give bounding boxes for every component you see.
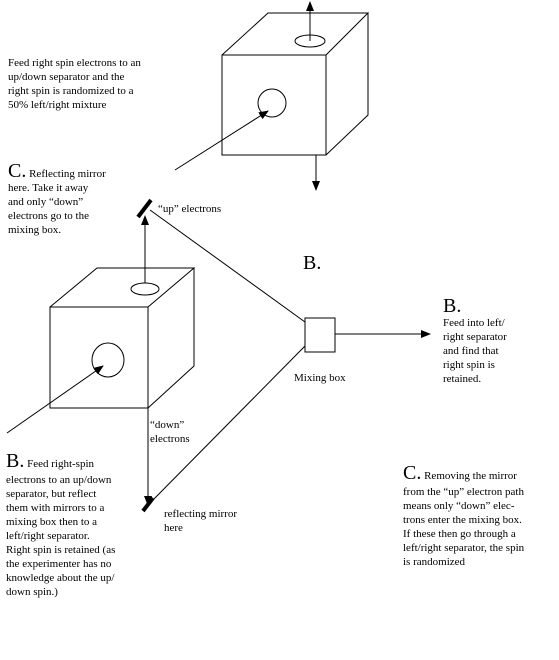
top-input-arrow [174,110,269,171]
down-electrons-label: “down” electrons [150,419,190,445]
c-bottom-first-line: Removing the mirror [421,470,517,482]
b-bottom-annotation: B. Feed right-spin electrons to an up/do… [6,451,115,599]
reflecting-mirror-label: reflecting mirror here [164,508,237,534]
mixing-box-label: Mixing box [294,372,346,384]
bottom-box-top-face [49,267,196,308]
bottom-box-exit-hole [130,282,160,296]
up-mirror-to-mixing-line [149,209,306,323]
up-electrons-label: “up” electrons [158,203,222,215]
c-top-letter: C. [8,160,27,182]
top-box-side-face [325,13,369,156]
bottom-box-side-face [147,268,195,409]
c-bottom-annotation: C. Removing the mirror from the “up” ele… [403,463,524,569]
c-top-annotation: C. Reflecting mirror here. Take it away … [8,161,106,237]
b-right-annotation: B. Feed into left/ right separator and f… [443,296,507,386]
b-bottom-letter: B. [6,450,25,472]
b-right-text: Feed into left/ right separator and find… [443,317,507,385]
down-reflecting-mirror [141,496,155,513]
top-box-top-face [221,12,370,56]
top-box-entry-hole [257,88,287,118]
up-reflecting-mirror [136,198,153,219]
b-bottom-text: electrons to an up/down separator, but r… [6,474,116,598]
top-box-front-face [221,54,327,156]
c-top-text: Reflecting mirror here. Take it away and… [8,168,106,236]
bottom-separator-box [49,267,196,409]
bottom-input-arrow [6,365,104,434]
down-mirror-to-mixing-line [149,345,306,504]
b-bottom-first-line: Feed right-spin [24,458,95,470]
b-center-label: B. [303,252,322,274]
bottom-box-entry-hole [91,342,125,378]
b-right-letter: B. [443,295,462,317]
top-separator-box [221,12,370,156]
top-caption: Feed right spin electrons to an up/down … [8,57,141,111]
c-bottom-letter: C. [403,462,422,484]
c-bottom-text: from the “up” electron path means only “… [403,486,525,568]
mixing-box [304,317,336,353]
